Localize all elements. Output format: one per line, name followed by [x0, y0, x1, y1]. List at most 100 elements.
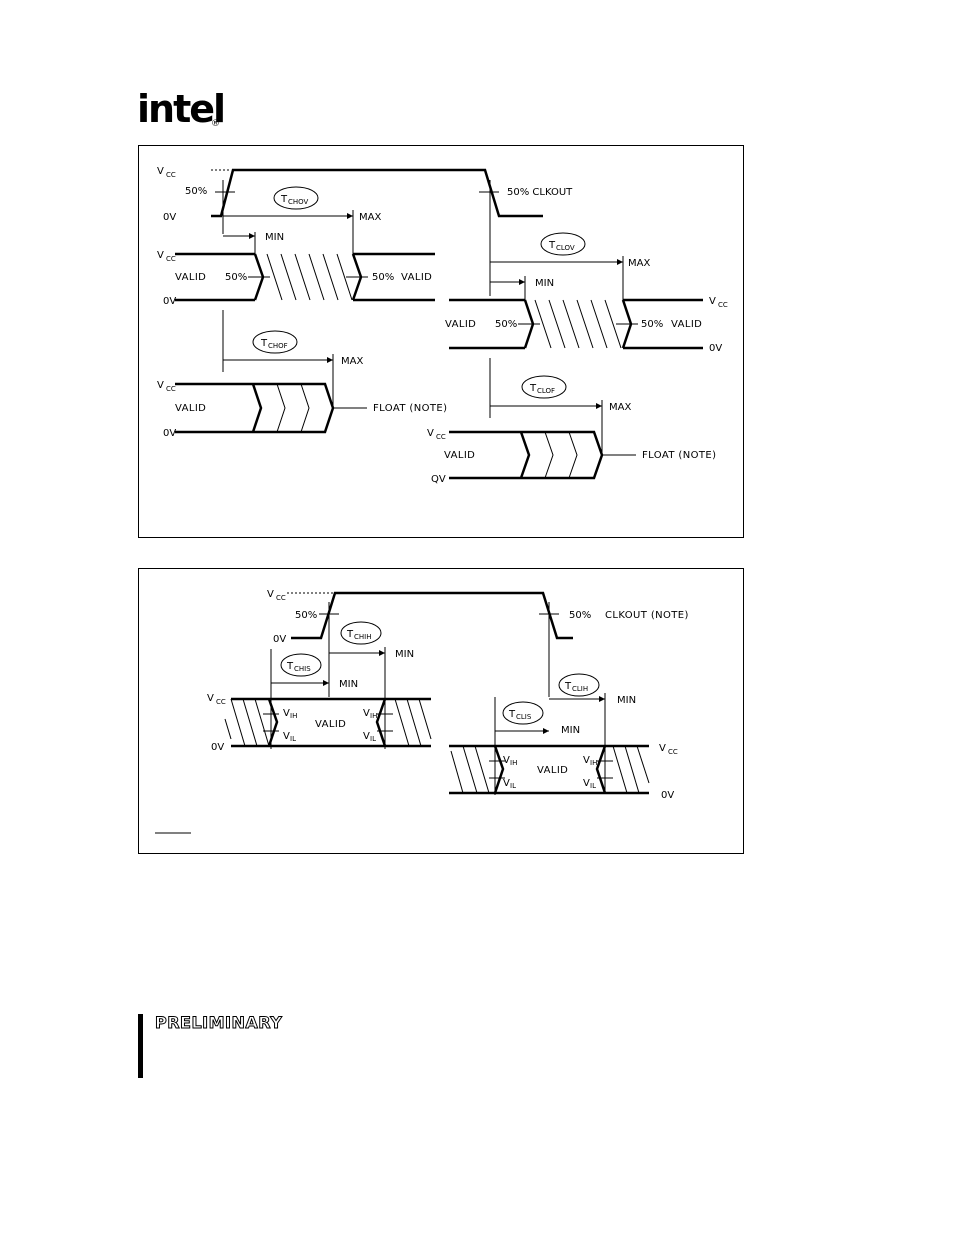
valid-label: VALID: [445, 319, 476, 330]
vil-sub: IL: [510, 782, 516, 790]
vil-v: V: [363, 731, 370, 742]
vcc-sub: CC: [216, 698, 226, 706]
vcc-sub: CC: [166, 171, 176, 179]
vcc-label: V: [709, 296, 716, 307]
zero-v-label: 0V: [709, 343, 722, 354]
vcc-sub: CC: [166, 255, 176, 263]
float-bus-2: [449, 430, 636, 480]
zero-v-label: 0V: [163, 296, 176, 307]
preliminary-label: PRELIMINARY: [154, 1013, 283, 1033]
vih-v: V: [503, 755, 510, 766]
max-label: MAX: [628, 258, 650, 269]
max-label: MAX: [359, 212, 381, 223]
logo-text: intel: [137, 87, 224, 131]
tchof-sub: CHOF: [268, 342, 288, 350]
valid-label: VALID: [401, 272, 432, 283]
pct50-label: 50%: [569, 610, 591, 621]
valid-label: VALID: [444, 450, 475, 461]
vcc-sub: CC: [166, 385, 176, 393]
tclof-t: T: [529, 383, 537, 394]
output-bus-1: [175, 252, 435, 302]
tclov-t: T: [548, 240, 556, 251]
min-label: MIN: [617, 695, 636, 706]
vih-sub: IH: [510, 759, 517, 767]
valid-label: VALID: [315, 719, 346, 730]
tchov-sub: CHOV: [288, 198, 309, 206]
min-label: MIN: [561, 725, 580, 736]
pct50-label: 50%: [295, 610, 317, 621]
tclis-t: T: [508, 709, 516, 720]
vcc-label: V: [659, 743, 666, 754]
vcc-label: V: [207, 693, 214, 704]
min-label: MIN: [265, 232, 284, 243]
clkout-label: 50% CLKOUT: [507, 187, 573, 198]
zero-v-label: QV: [431, 474, 446, 485]
valid-label: VALID: [175, 403, 206, 414]
tchih-sub: CHIH: [354, 633, 371, 641]
tclis-sub: CLIS: [516, 713, 532, 721]
vih-v: V: [363, 708, 370, 719]
vil-v: V: [583, 778, 590, 789]
float-note-label: FLOAT (NOTE): [642, 450, 716, 461]
change-bar: [138, 1014, 143, 1078]
pct50-label: 50%: [225, 272, 247, 283]
vil-v: V: [503, 778, 510, 789]
min-label: MIN: [339, 679, 358, 690]
vcc-sub: CC: [718, 301, 728, 309]
zero-v-label: 0V: [661, 790, 674, 801]
pct50-label: 50%: [185, 186, 207, 197]
output-timing-diagram: V CC 50% 0V 50% CLKOUT T CHOV MAX MIN V …: [138, 145, 744, 538]
input-bus-2: [449, 744, 650, 795]
clock-waveform: [211, 168, 543, 296]
min-label: MIN: [395, 649, 414, 660]
vcc-label: V: [427, 428, 434, 439]
pct50-label: 50%: [372, 272, 394, 283]
vih-v: V: [283, 708, 290, 719]
max-label: MAX: [609, 402, 631, 413]
vil-v: V: [283, 731, 290, 742]
tchov-t: T: [280, 194, 288, 205]
tclih-sub: CLIH: [572, 685, 588, 693]
output-bus-2: [449, 298, 703, 350]
vcc-label: V: [157, 380, 164, 391]
vih-sub: IH: [590, 759, 597, 767]
zero-v-label: 0V: [211, 742, 224, 753]
valid-label: VALID: [537, 765, 568, 776]
intel-logo: intel ®: [137, 87, 226, 131]
tchis-sub: CHIS: [294, 665, 311, 673]
vcc-label: V: [157, 250, 164, 261]
clkout-note-label: CLKOUT (NOTE): [605, 610, 689, 621]
vil-sub: IL: [590, 782, 596, 790]
registered-mark: ®: [211, 119, 220, 129]
vih-sub: IH: [290, 712, 297, 720]
vih-sub: IH: [370, 712, 377, 720]
vcc-sub: CC: [436, 433, 446, 441]
tclih-t: T: [564, 681, 572, 692]
clock-waveform: [287, 591, 573, 697]
zero-v-label: 0V: [163, 212, 176, 223]
vcc-label: V: [267, 589, 274, 600]
pct50-label: 50%: [495, 319, 517, 330]
max-label: MAX: [341, 356, 363, 367]
tchof-t: T: [260, 338, 268, 349]
vih-v: V: [583, 755, 590, 766]
input-bus-1: [224, 697, 432, 748]
zero-v-label: 0V: [163, 428, 176, 439]
tclov-sub: CLOV: [556, 244, 575, 252]
pct50-label: 50%: [641, 319, 663, 330]
tchih-t: T: [346, 629, 354, 640]
input-timing-diagram: V CC 50% 0V 50% CLKOUT (NOTE) T CHIH MIN…: [138, 568, 744, 854]
float-note-label: FLOAT (NOTE): [373, 403, 447, 414]
tchis-t: T: [286, 661, 294, 672]
vcc-sub: CC: [276, 594, 286, 602]
vil-sub: IL: [290, 735, 296, 743]
tclof-sub: CLOF: [537, 387, 555, 395]
vcc-label: V: [157, 166, 164, 177]
float-bus-1: [175, 382, 367, 434]
zero-v-label: 0V: [273, 634, 286, 645]
valid-label: VALID: [175, 272, 206, 283]
vil-sub: IL: [370, 735, 376, 743]
vcc-sub: CC: [668, 748, 678, 756]
min-label: MIN: [535, 278, 554, 289]
valid-label: VALID: [671, 319, 702, 330]
